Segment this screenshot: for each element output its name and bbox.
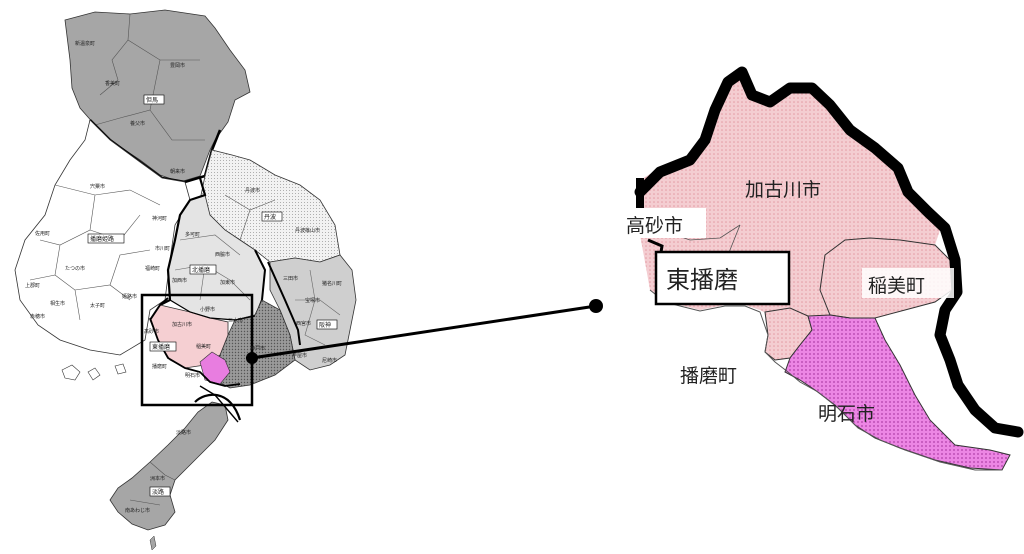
region-label-awaji: 淡路 [149,486,171,497]
svg-text:明石市: 明石市 [185,372,200,379]
detail-map: 加古川市 高砂市 東播磨 稲美町 播磨町 明石市 [622,66,1024,471]
svg-text:高砂市: 高砂市 [144,328,159,335]
label-inami: 稲美町 [868,275,925,297]
svg-text:丹波篠山市: 丹波篠山市 [295,227,320,234]
region-awaji [109,401,229,531]
svg-text:南あわじ市: 南あわじ市 [125,507,150,514]
svg-text:丹波市: 丹波市 [245,187,260,194]
svg-text:神河町: 神河町 [152,215,167,222]
svg-text:淡路: 淡路 [152,488,164,496]
svg-text:赤穂市: 赤穂市 [30,313,45,320]
region-label-higashi-harima: 東播磨 [149,341,177,352]
svg-text:西宮市: 西宮市 [296,320,311,327]
svg-text:尼崎市: 尼崎市 [322,357,337,364]
label-higashi-harima-box: 東播磨 [654,250,791,306]
svg-text:小野市: 小野市 [200,306,215,313]
svg-text:丹波: 丹波 [264,213,276,221]
svg-text:播磨町: 播磨町 [152,363,167,370]
connector-line [251,304,597,360]
svg-text:福崎町: 福崎町 [145,265,160,272]
label-takasago: 高砂市 [626,215,683,237]
highlight-box [140,293,254,407]
svg-text:宍粟市: 宍粟市 [90,183,105,190]
svg-text:東播磨: 東播磨 [666,266,738,294]
svg-text:豊岡市: 豊岡市 [170,62,185,69]
region-label-harima-nishi: 播磨姫路 [87,233,125,244]
region-label-kita-harima: 北播磨 [189,264,217,275]
svg-text:養父市: 養父市 [130,120,145,127]
svg-text:加西市: 加西市 [172,277,187,284]
connector-dot-end [589,299,603,313]
region-label-hanshin: 阪神 [316,319,338,330]
svg-text:芦屋市: 芦屋市 [292,352,307,359]
svg-text:新温泉町: 新温泉町 [75,40,95,47]
svg-text:猪名川町: 猪名川町 [322,280,342,287]
svg-text:宝塚市: 宝塚市 [305,297,320,304]
label-harima-cho: 播磨町 [680,365,737,387]
svg-text:但馬: 但馬 [146,96,158,104]
svg-text:朝来市: 朝来市 [170,168,185,175]
svg-text:たつの市: たつの市 [65,265,85,272]
svg-text:太子町: 太子町 [90,302,105,309]
svg-text:阪神: 阪神 [319,321,331,329]
overview-map: 但馬 丹波 播磨姫路 北播磨 東播磨 阪神 淡路 新温泉町 香美町 [14,9,603,551]
svg-text:多可町: 多可町 [185,231,200,238]
label-takasago-wrap: 高砂市 [622,208,706,238]
svg-text:東播磨: 東播磨 [152,343,170,351]
svg-text:三木市: 三木市 [228,317,243,324]
svg-text:洲本市: 洲本市 [150,475,165,482]
svg-text:香美町: 香美町 [105,80,120,87]
svg-text:稲美町: 稲美町 [196,343,211,350]
label-inami-wrap: 稲美町 [862,268,954,298]
svg-text:北播磨: 北播磨 [192,266,210,274]
detail-akashi [784,314,1011,471]
svg-text:佐用町: 佐用町 [35,230,50,237]
region-akashi-small [199,351,231,385]
label-kakogawa: 加古川市 [745,179,821,201]
svg-text:西脇市: 西脇市 [215,251,230,258]
region-label-tajima: 但馬 [143,94,165,105]
city-labels: 新温泉町 香美町 豊岡市 養父市 朝来市 宍粟市 神河町 丹波市 丹波篠山市 多… [25,40,342,514]
connector-dot-start [246,352,258,364]
svg-text:市川町: 市川町 [155,245,170,252]
svg-text:加古川市: 加古川市 [172,321,192,328]
svg-text:三田市: 三田市 [283,275,298,282]
detail-outer-boundary [634,66,1024,438]
svg-text:姫路市: 姫路市 [122,293,137,300]
svg-text:神戸市: 神戸市 [250,345,265,352]
svg-text:淡路市: 淡路市 [176,429,191,436]
svg-text:加東市: 加東市 [220,279,235,286]
svg-text:相生市: 相生市 [50,300,65,307]
svg-text:上郡町: 上郡町 [25,282,40,289]
region-label-tanba: 丹波 [261,211,283,222]
label-akashi: 明石市 [818,403,875,425]
svg-text:播磨姫路: 播磨姫路 [90,235,114,243]
